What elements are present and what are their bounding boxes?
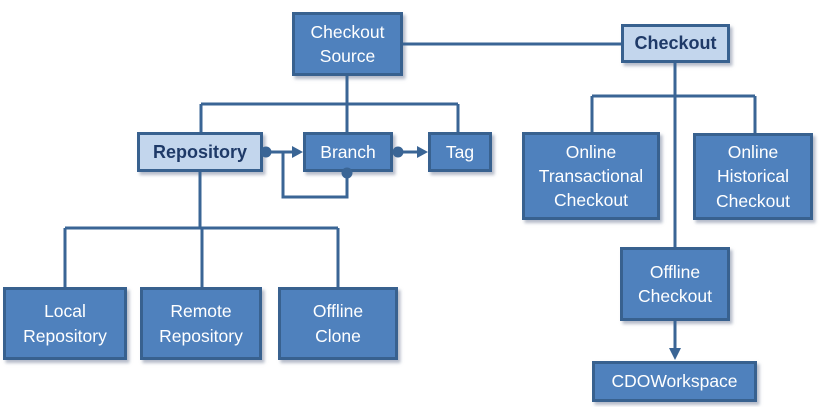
- arrowhead-repository-to-branch: [292, 146, 303, 158]
- arrowhead-offline-checkout-to-cdo-workspace: [669, 348, 681, 360]
- dot-branch-tag: [392, 146, 404, 158]
- node-branch: Branch: [303, 132, 393, 172]
- arrowhead-branch-to-tag: [417, 146, 428, 158]
- node-checkout: Checkout: [621, 24, 730, 63]
- node-repository: Repository: [137, 132, 263, 172]
- node-online-historical-checkout: Online Historical Checkout: [693, 133, 813, 220]
- node-online-transactional-checkout: Online Transactional Checkout: [522, 132, 660, 220]
- node-cdo-workspace: CDOWorkspace: [592, 361, 757, 402]
- node-remote-repository: Remote Repository: [140, 287, 262, 360]
- node-offline-clone: Offline Clone: [278, 287, 398, 360]
- node-checkout-source: Checkout Source: [292, 12, 403, 76]
- node-tag: Tag: [428, 132, 492, 172]
- node-offline-checkout: Offline Checkout: [620, 247, 730, 321]
- node-local-repository: Local Repository: [3, 287, 127, 360]
